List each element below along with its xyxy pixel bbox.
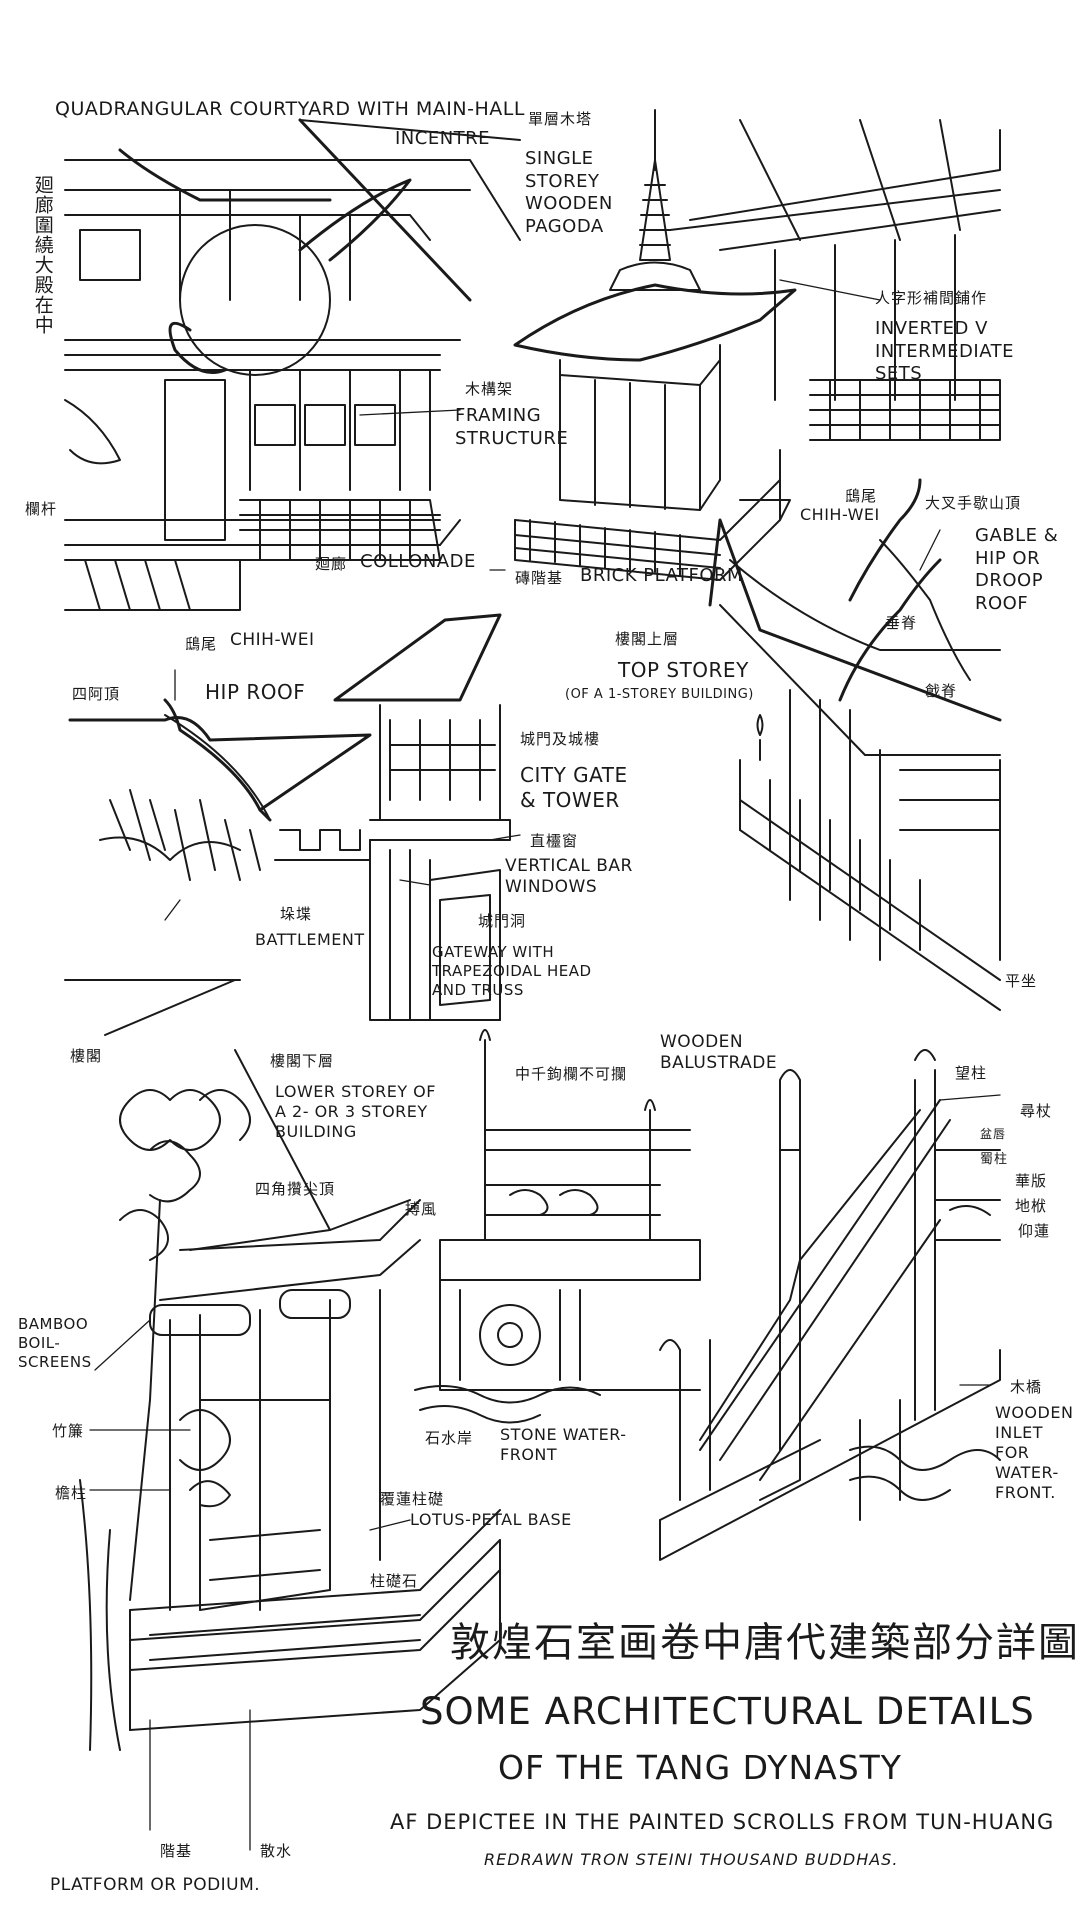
label-brick-platform: BRICK PLATFORM <box>580 565 744 586</box>
zh-battlement: 垛堞 <box>280 905 313 923</box>
zh-gable-b: 戧脊 <box>925 682 958 700</box>
label-wooden-balustrade: WOODEN BALUSTRADE <box>660 1032 778 1074</box>
zh-gateway: 城門洞 <box>478 912 527 930</box>
zh-gable-a: 垂脊 <box>885 614 918 632</box>
zh-left-mark: 欄杆 <box>25 500 58 518</box>
label-lotus-base: LOTUS-PETAL BASE <box>410 1510 572 1529</box>
label-inverted-v: INVERTED V INTERMEDIATE SETS <box>875 318 1015 384</box>
city-gate-illustration <box>274 613 511 1021</box>
zh-balustrade-e: 華版 <box>1015 1172 1048 1190</box>
zh-balustrade-b: 尋杖 <box>1020 1102 1053 1120</box>
zh-chih-wei-left: 鴟尾 <box>185 635 218 653</box>
label-top-storey-sub: (OF A 1-STOREY BUILDING) <box>565 687 754 702</box>
label-framing: FRAMING STRUCTURE <box>455 405 569 449</box>
lower-storey-illustration <box>64 979 501 1751</box>
label-wooden-inlet: WOODEN INLET FOR WATER- FRONT. <box>995 1403 1074 1502</box>
zh-roof-small: 四角攢尖頂 <box>255 1180 336 1198</box>
top-storey-illustration <box>708 478 1002 1011</box>
label-city-gate: CITY GATE & TOWER <box>520 763 628 812</box>
label-gateway: GATEWAY WITH TRAPEZOIDAL HEAD AND TRUSS <box>432 943 592 999</box>
zh-lotus: 覆蓮柱礎 <box>380 1490 445 1508</box>
zh-hip: 四阿頂 <box>72 685 121 703</box>
title-line-4: REDRAWN TRON STEINI THOUSAND BUDDHAS. <box>484 1850 899 1869</box>
zh-stone-water: 石水岸 <box>425 1429 474 1447</box>
label-colonnade: COLLONADE <box>360 551 476 572</box>
zh-vertical-bar: 直欞窗 <box>530 832 579 850</box>
label-pagoda: SINGLE STOREY WOODEN PAGODA <box>525 148 613 237</box>
title-line-3: AF DEPICTEE IN THE PAINTED SCROLLS FROM … <box>390 1810 1055 1834</box>
hip-roof-illustration <box>68 698 372 881</box>
label-bamboo-blinds: BAMBOO BOIL- SCREENS <box>18 1315 92 1371</box>
label-lower-storey: LOWER STOREY OF A 2- OR 3 STOREY BUILDIN… <box>275 1082 436 1141</box>
zh-top-storey: 樓閣上層 <box>615 630 680 648</box>
zh-balustrade-c: 盆唇 <box>980 1127 1007 1141</box>
zh-inverted-v: 人字形補間鋪作 <box>875 289 988 307</box>
label-courtyard-incentre: INCENTRE <box>395 128 491 149</box>
label-top-storey: TOP STOREY <box>618 658 749 682</box>
zh-pagoda: 單層木塔 <box>528 110 593 128</box>
zh-tower-left: 樓閣 <box>70 1047 103 1065</box>
label-hip-roof: HIP ROOF <box>205 680 306 704</box>
zh-wooden-inlet: 木橋 <box>1010 1378 1043 1396</box>
label-chih-wei-right: CHIH-WEI <box>800 505 880 524</box>
zh-framing: 木構架 <box>465 380 514 398</box>
zh-city-gate: 城門及城樓 <box>520 730 601 748</box>
title-line-2: OF THE TANG DYNASTY <box>498 1748 902 1787</box>
label-platform: PLATFORM OR PODIUM. <box>50 1875 261 1895</box>
zh-courtyard: 廻廊圍繞大殿在中 <box>31 175 54 335</box>
label-chih-wei-left: CHIH-WEI <box>230 630 315 650</box>
bridge-illustration <box>659 1049 1001 1561</box>
zh-gable: 大叉手歇山頂 <box>925 494 1022 512</box>
zh-eave: 搏風 <box>405 1200 438 1218</box>
zh-column: 柱礎石 <box>370 1572 419 1590</box>
courtyard-illustration <box>64 118 521 611</box>
zh-brick: 磚階基 <box>515 569 564 587</box>
pagoda-illustration <box>513 109 1001 581</box>
zh-bottom-a: 階基 <box>160 1842 193 1860</box>
label-gable: GABLE & HIP OR DROOP ROOF <box>975 525 1059 614</box>
zh-balustrade-d: 蜀柱 <box>980 1152 1009 1167</box>
zh-bottom-b: 散水 <box>260 1842 293 1860</box>
zh-lotus2: 仰蓮 <box>1018 1222 1051 1240</box>
zh-chih-wei-right: 鴟尾 <box>845 487 878 505</box>
label-stone-waterfront: STONE WATER- FRONT <box>500 1425 627 1464</box>
label-vertical-bar: VERTICAL BAR WINDOWS <box>505 856 633 898</box>
zh-pingzuo: 平坐 <box>1005 972 1038 990</box>
zh-balustrade-a: 望柱 <box>955 1064 988 1082</box>
label-courtyard: QUADRANGULAR COURTYARD WITH MAIN-HALL <box>55 98 525 120</box>
zh-blinds: 竹簾 <box>52 1422 85 1440</box>
title-line-1: SOME ARCHITECTURAL DETAILS <box>420 1690 1035 1733</box>
title-chinese: 敦煌石室画卷中唐代建築部分詳圖 <box>450 1620 1080 1666</box>
leader-lines <box>89 279 1001 1851</box>
label-battlement: BATTLEMENT <box>255 930 365 949</box>
zh-lower-storey: 樓閣下層 <box>270 1052 335 1070</box>
zh-pillar: 檐柱 <box>55 1484 88 1502</box>
balustrade-illustration <box>414 1029 701 1424</box>
zh-colonnade: 廻廊 <box>315 555 348 573</box>
zh-balustrade-f: 地栿 <box>1015 1197 1048 1215</box>
zh-balustrade: 中千鉤欄不可攔 <box>515 1065 628 1083</box>
